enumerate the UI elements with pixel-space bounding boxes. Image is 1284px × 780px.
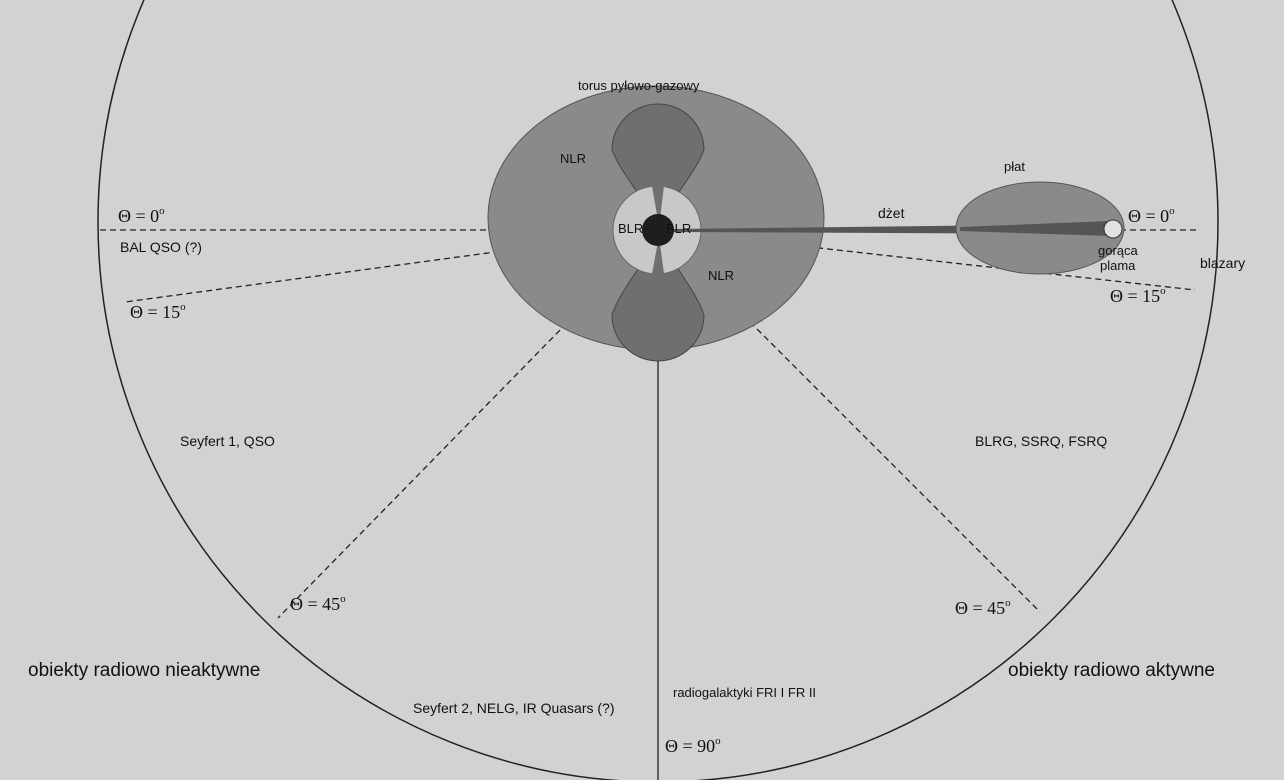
- torus-upper-lobe: [611, 103, 705, 230]
- hotspot-label-line2: plama: [1100, 258, 1136, 273]
- nlr-label-right: NLR: [708, 268, 734, 283]
- svg-text:Θ = 45o: Θ = 45o: [290, 593, 346, 614]
- radio-loud-label: obiekty radiowo aktywne: [1008, 660, 1215, 681]
- svg-text:Θ = 15o: Θ = 15o: [1110, 285, 1166, 306]
- radiogalaxies-label: radiogalaktyki FRI I FR II: [673, 685, 816, 700]
- theta15-left-label: Θ = 15o: [130, 301, 186, 322]
- svg-text:Θ = 90o: Θ = 90o: [665, 735, 721, 756]
- bal-qso-label: BAL QSO (?): [120, 239, 202, 255]
- seyfert2-label: Seyfert 2, NELG, IR Quasars (?): [413, 700, 615, 716]
- blrg-label: BLRG, SSRQ, FSRQ: [975, 433, 1107, 449]
- svg-text:Θ = 15o: Θ = 15o: [130, 301, 186, 322]
- torus-label: torus pyłowo-gazowy: [578, 78, 700, 93]
- theta45-left-label: Θ = 45o: [290, 593, 346, 614]
- svg-text:Θ = 0o: Θ = 0o: [1128, 205, 1175, 226]
- central-black-hole: [642, 214, 674, 246]
- theta0-left-label: Θ = 0o: [118, 205, 165, 226]
- nlr-label-left: NLR: [560, 151, 586, 166]
- radio-quiet-label: obiekty radiowo nieaktywne: [28, 660, 260, 681]
- blr-label-left: BLR: [618, 221, 643, 236]
- blazary-label: blazary: [1200, 255, 1245, 271]
- lobe-label: płat: [1004, 159, 1025, 174]
- viewing-angle-circle: [97, 0, 1219, 780]
- blr-label-right: BLR: [666, 221, 691, 236]
- torus-neck-upper: [652, 186, 664, 226]
- hotspot: [1103, 219, 1123, 239]
- seyfert1-label: Seyfert 1, QSO: [180, 433, 275, 449]
- theta0-right-label: Θ = 0o: [1128, 205, 1175, 226]
- hotspot-label-line1: gorąca: [1098, 243, 1139, 258]
- jet-label: dżet: [878, 205, 905, 221]
- svg-text:Θ = 0o: Θ = 0o: [118, 205, 165, 226]
- torus-neck-lower: [652, 236, 664, 274]
- jet-in-lobe: [960, 221, 1110, 236]
- torus-lower-lobe: [611, 232, 705, 362]
- theta15-right-label: Θ = 15o: [1110, 285, 1166, 306]
- theta45-right-label: Θ = 45o: [955, 597, 1011, 618]
- svg-text:Θ = 45o: Θ = 45o: [955, 597, 1011, 618]
- theta90-label: Θ = 90o: [665, 735, 721, 756]
